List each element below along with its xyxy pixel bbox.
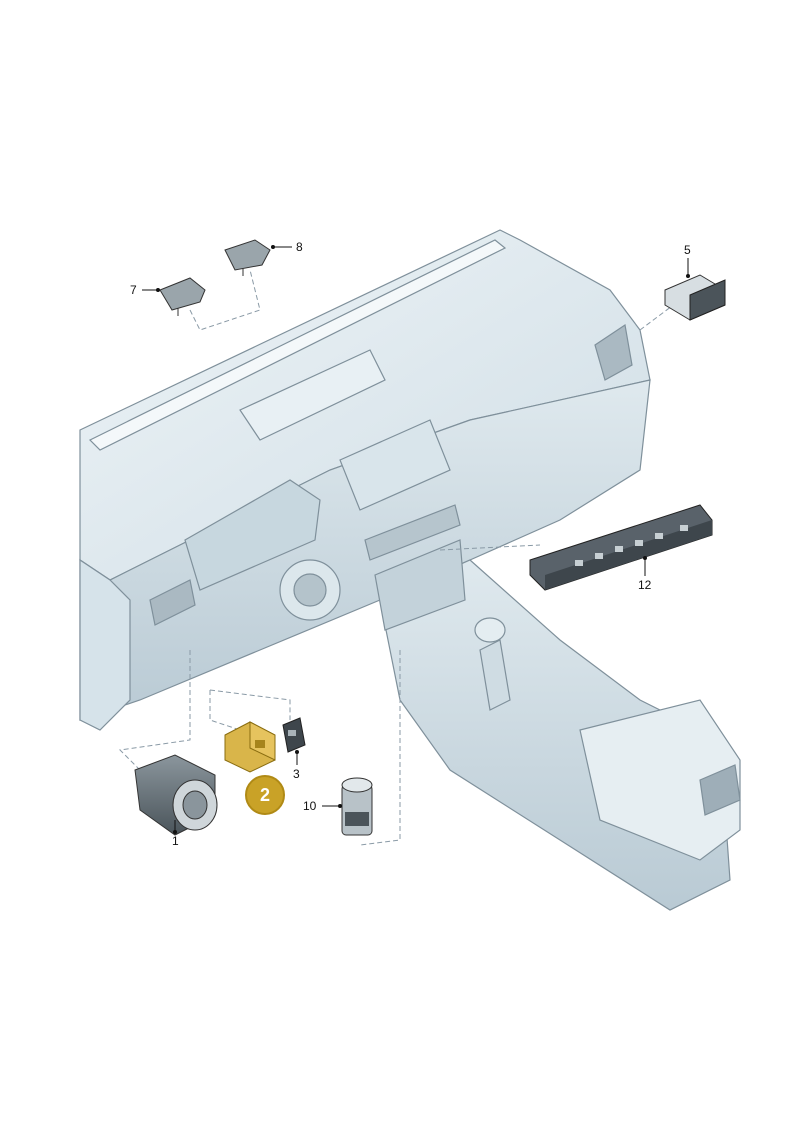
leader-lines [118, 269, 681, 846]
callout-label-1: 1 [172, 834, 179, 848]
gear-knob [474, 617, 506, 643]
ignition-ring [293, 573, 327, 607]
part-10-start-button[interactable] [341, 777, 373, 836]
part-5-switch-module[interactable] [664, 274, 726, 321]
part-12-button-panel[interactable] [529, 504, 713, 591]
instrument-hood [184, 479, 321, 591]
air-vent-right [594, 323, 633, 381]
callout-label-8: 8 [296, 240, 303, 254]
part-3-small-switch[interactable] [282, 717, 306, 753]
callout-label-7: 7 [130, 283, 137, 297]
part-8-cover-cap[interactable] [224, 239, 271, 276]
gear-lever [479, 639, 511, 711]
windscreen-trim [88, 239, 507, 451]
callout-label-5: 5 [684, 243, 691, 257]
air-vent-left [149, 579, 196, 626]
leader-line-12 [439, 544, 541, 551]
air-vent-center [364, 504, 461, 561]
leader-line-7-8 [189, 269, 261, 331]
leader-line-1 [118, 650, 191, 771]
callout-badge-2[interactable]: 2 [245, 775, 285, 815]
callout-label-10: 10 [303, 799, 317, 813]
climate-panel [374, 539, 466, 631]
callout-markers [142, 245, 690, 834]
armrest [579, 699, 741, 861]
dashboard-left-end [79, 558, 131, 731]
dashboard-assembly [79, 229, 741, 911]
leader-line-3 [209, 689, 291, 720]
part-1-light-switch[interactable] [134, 754, 218, 836]
top-display-hood [239, 349, 386, 441]
part-2-switch-highlighted[interactable] [224, 721, 276, 773]
callout-label-3: 3 [293, 767, 300, 781]
leader-line-2 [209, 690, 241, 731]
rear-vent [699, 764, 741, 816]
part-7-cover-cap[interactable] [159, 277, 206, 316]
callout-dot-1 [173, 830, 177, 834]
infotainment-screen [339, 419, 451, 511]
callout-label-12: 12 [638, 578, 652, 592]
leader-line-10 [359, 650, 401, 846]
